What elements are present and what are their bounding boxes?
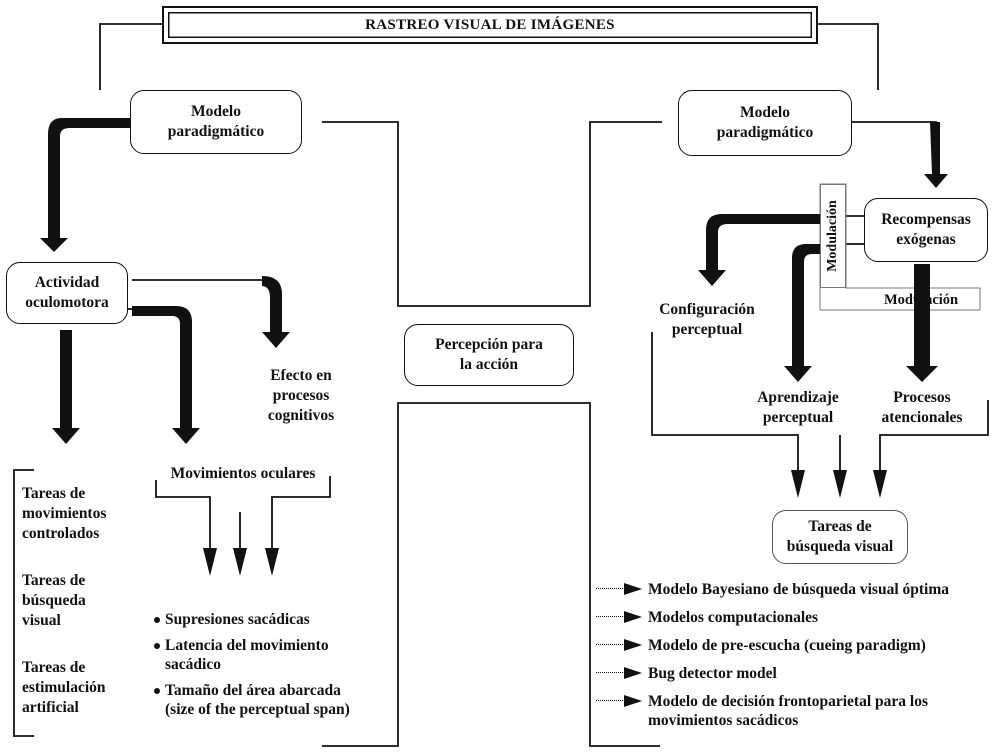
- measure-item: Supresiones sacádicas: [154, 610, 394, 629]
- model-item-text: Modelo de decisión frontoparietal para l…: [648, 693, 928, 729]
- model-item-text: Modelo de pre-escucha (cueing paradigm): [648, 637, 926, 654]
- modulation-vertical-label: Modulación: [820, 184, 846, 288]
- task-item: Tareas de movimientos controlados: [22, 485, 107, 542]
- measures-list: Supresiones sacádicas Latencia del movim…: [154, 610, 394, 726]
- dotted-line: [596, 616, 623, 617]
- model-item: Modelo de pre-escucha (cueing paradigm): [596, 636, 996, 655]
- left-model-box: Modelo paradigmático: [130, 90, 302, 154]
- model-item: Modelo de decisión frontoparietal para l…: [596, 692, 996, 730]
- attention-label: Procesos atencionales: [881, 389, 963, 426]
- perception-box: Percepción para la acción: [404, 324, 574, 386]
- collector-left: [651, 332, 799, 470]
- perceptual-learning-label: Aprendizaje perceptual: [757, 389, 839, 426]
- model-item-text: Modelos computacionales: [648, 609, 819, 626]
- arrow-right-icon: [624, 695, 642, 707]
- dotted-line: [596, 700, 623, 701]
- modulation-vertical-text: Modulación: [825, 200, 840, 272]
- dotted-line: [596, 672, 623, 673]
- measure-item: Latencia del movimiento sacádico: [154, 636, 394, 674]
- activity-text: Actividad oculomotora: [25, 274, 109, 311]
- task-item: Tareas de estimulación artificial: [22, 659, 106, 716]
- model-item-text: Bug detector model: [648, 665, 777, 682]
- tasks-bracket: [13, 469, 34, 737]
- arrowhead-collect-3: [873, 470, 887, 498]
- connector-center-bottom: [322, 402, 660, 747]
- models-list: Modelo Bayesiano de búsqueda visual ópti…: [596, 580, 996, 739]
- arrow-model-to-activity: [40, 118, 130, 252]
- connector-right-model: [852, 121, 937, 174]
- search-tasks-text: Tareas de búsqueda visual: [786, 518, 894, 555]
- modulation-frame: [819, 183, 981, 311]
- arrow-to-config: [698, 214, 822, 286]
- modulation-horizontal-label: Modulación: [884, 292, 959, 308]
- arrowhead-collect-1: [791, 470, 805, 498]
- left-model-text: Modelo paradigmático: [167, 103, 265, 140]
- arrowhead-eye-1: [203, 548, 217, 576]
- model-item: Bug detector model: [596, 664, 996, 683]
- task-list: Tareas de movimientos controlados Tareas…: [22, 484, 152, 745]
- model-item: Modelos computacionales: [596, 608, 996, 627]
- arrow-to-effect: [262, 276, 290, 348]
- task-item: Tareas de búsqueda visual: [22, 572, 86, 629]
- title-box: RASTREO VISUAL DE IMÁGENES: [162, 6, 818, 44]
- arrow-to-learning: [784, 244, 846, 382]
- right-model-text: Modelo paradigmático: [716, 104, 814, 141]
- rewards-text: Recompensas exógenas: [881, 211, 971, 248]
- connector-left-model-to-center: [322, 121, 662, 307]
- arrow-right-icon: [624, 667, 642, 679]
- arrow-right-icon: [624, 583, 642, 595]
- arrow-right-icon: [624, 639, 642, 651]
- arrowhead-eye-3: [265, 548, 279, 576]
- eye-movements-bracket-right: [271, 476, 331, 548]
- arrowhead-eye-2: [233, 548, 247, 576]
- arrow-activity-down-2: [132, 306, 200, 444]
- title-bracket-left: [99, 23, 162, 90]
- arrow-right-icon: [624, 611, 642, 623]
- activity-box: Actividad oculomotora: [6, 262, 128, 324]
- search-tasks-box: Tareas de búsqueda visual: [772, 510, 908, 564]
- arrow-to-attention: [906, 264, 938, 382]
- eye-movements-label: Movimientos oculares: [170, 465, 316, 482]
- arrow-activity-down-1: [52, 330, 80, 444]
- model-item-text: Modelo Bayesiano de búsqueda visual ópti…: [648, 581, 950, 598]
- cognitive-effect-label: Efecto en procesos cognitivos: [267, 367, 335, 424]
- measure-item: Tamaño del área abarcada (size of the pe…: [154, 681, 394, 719]
- model-item: Modelo Bayesiano de búsqueda visual ópti…: [596, 580, 996, 599]
- title-bracket-right: [818, 23, 879, 90]
- dotted-line: [596, 644, 623, 645]
- perceptual-config-label: Configuración perceptual: [659, 301, 755, 338]
- perception-text: Percepción para la acción: [435, 336, 543, 373]
- dotted-line: [596, 588, 623, 589]
- collector-right: [879, 400, 989, 470]
- arrow-right-to-rewards: [924, 122, 948, 188]
- rewards-box: Recompensas exógenas: [864, 198, 988, 262]
- title-text: RASTREO VISUAL DE IMÁGENES: [365, 17, 615, 33]
- arrowhead-collect-2: [833, 470, 847, 498]
- right-model-box: Modelo paradigmático: [678, 90, 852, 156]
- eye-movements-bracket: [155, 480, 211, 548]
